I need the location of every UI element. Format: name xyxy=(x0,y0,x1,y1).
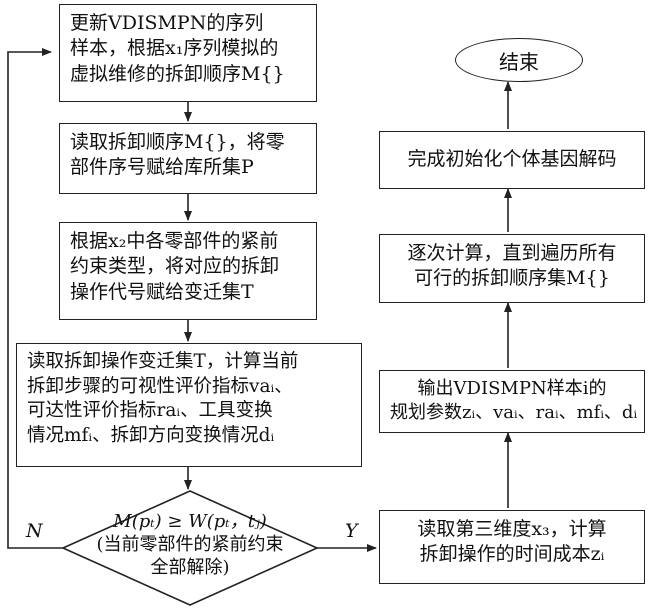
cost-line1: 读取第三维度x₃，计算 xyxy=(417,518,607,540)
box-update-sample: 更新VDISMPN的序列 样本，根据x₁序列模拟的 虚拟维修的拆卸顺序M{} xyxy=(59,4,317,102)
box3-line2: 约束类型，将对应的拆卸 xyxy=(70,255,280,278)
decision-note-line1: (当前零部件的紧前约束 xyxy=(96,534,284,556)
no-branch-label: N xyxy=(26,520,43,542)
iterate-line2: 可行的拆卸顺序集M{} xyxy=(414,267,610,290)
decision-note-line2: 全部解除) xyxy=(150,557,230,579)
output-line1: 输出VDISMPN样本i的 xyxy=(417,378,607,399)
yes-branch-label: Y xyxy=(345,520,358,542)
arrow-no-loop xyxy=(7,48,63,549)
cost-line2: 拆卸操作的时间成本zᵢ xyxy=(419,543,605,566)
end-terminal: 结束 xyxy=(455,38,583,82)
box3-line1: 根据x₂中各零部件的紧前 xyxy=(70,230,279,252)
box2-line2: 部件序号赋给库所集P xyxy=(70,156,254,179)
iterate-line1: 逐次计算，直到遍历所有 xyxy=(407,242,617,264)
box4-line3: 可达性评价指标raᵢ、工具变换 xyxy=(27,400,273,422)
box-evaluate-indicators: 读取拆卸操作变迁集T，计算当前 拆卸步骤的可视性评价指标vaᵢ、 可达性评价指标… xyxy=(16,343,362,467)
decision-diamond xyxy=(61,490,319,606)
box1-line1: 更新VDISMPN的序列 xyxy=(70,12,264,34)
box-time-cost: 读取第三维度x₃，计算 拆卸操作的时间成本zᵢ xyxy=(379,510,645,584)
decode-text: 完成初始化个体基因解码 xyxy=(407,148,617,171)
box1-line2: 样本，根据x₁序列模拟的 xyxy=(70,37,279,60)
box-constraint-type: 根据x₂中各零部件的紧前 约束类型，将对应的拆卸 操作代号赋给变迁集T xyxy=(59,222,317,320)
box-output-params: 输出VDISMPN样本i的 规划参数zᵢ、vaᵢ、raᵢ、mfᵢ、dᵢ xyxy=(379,370,645,433)
decision-text: M(pₜ) ≥ W(pₜ，tⱼ) (当前零部件的紧前约束 全部解除) xyxy=(70,510,310,579)
box4-line4: 情况mfᵢ、拆卸方向变换情况dᵢ xyxy=(27,424,275,446)
box4-line2: 拆卸步骤的可视性评价指标vaᵢ、 xyxy=(27,375,293,397)
box1-line3: 虚拟维修的拆卸顺序M{} xyxy=(70,62,285,85)
box4-line1: 读取拆卸操作变迁集T，计算当前 xyxy=(27,351,299,372)
box2-line1: 读取拆卸顺序M{}，将零 xyxy=(70,131,285,153)
decision-condition: M(pₜ) ≥ W(pₜ，tⱼ) xyxy=(113,511,267,532)
box3-line3: 操作代号赋给变迁集T xyxy=(70,280,254,303)
end-label: 结束 xyxy=(499,49,539,74)
output-line2: 规划参数zᵢ、vaᵢ、raᵢ、mfᵢ、dᵢ xyxy=(390,401,638,423)
box-read-order: 读取拆卸顺序M{}，将零 部件序号赋给库所集P xyxy=(59,123,317,194)
box-decode-complete: 完成初始化个体基因解码 xyxy=(379,131,645,189)
box-iterate: 逐次计算，直到遍历所有 可行的拆卸顺序集M{} xyxy=(379,234,645,303)
